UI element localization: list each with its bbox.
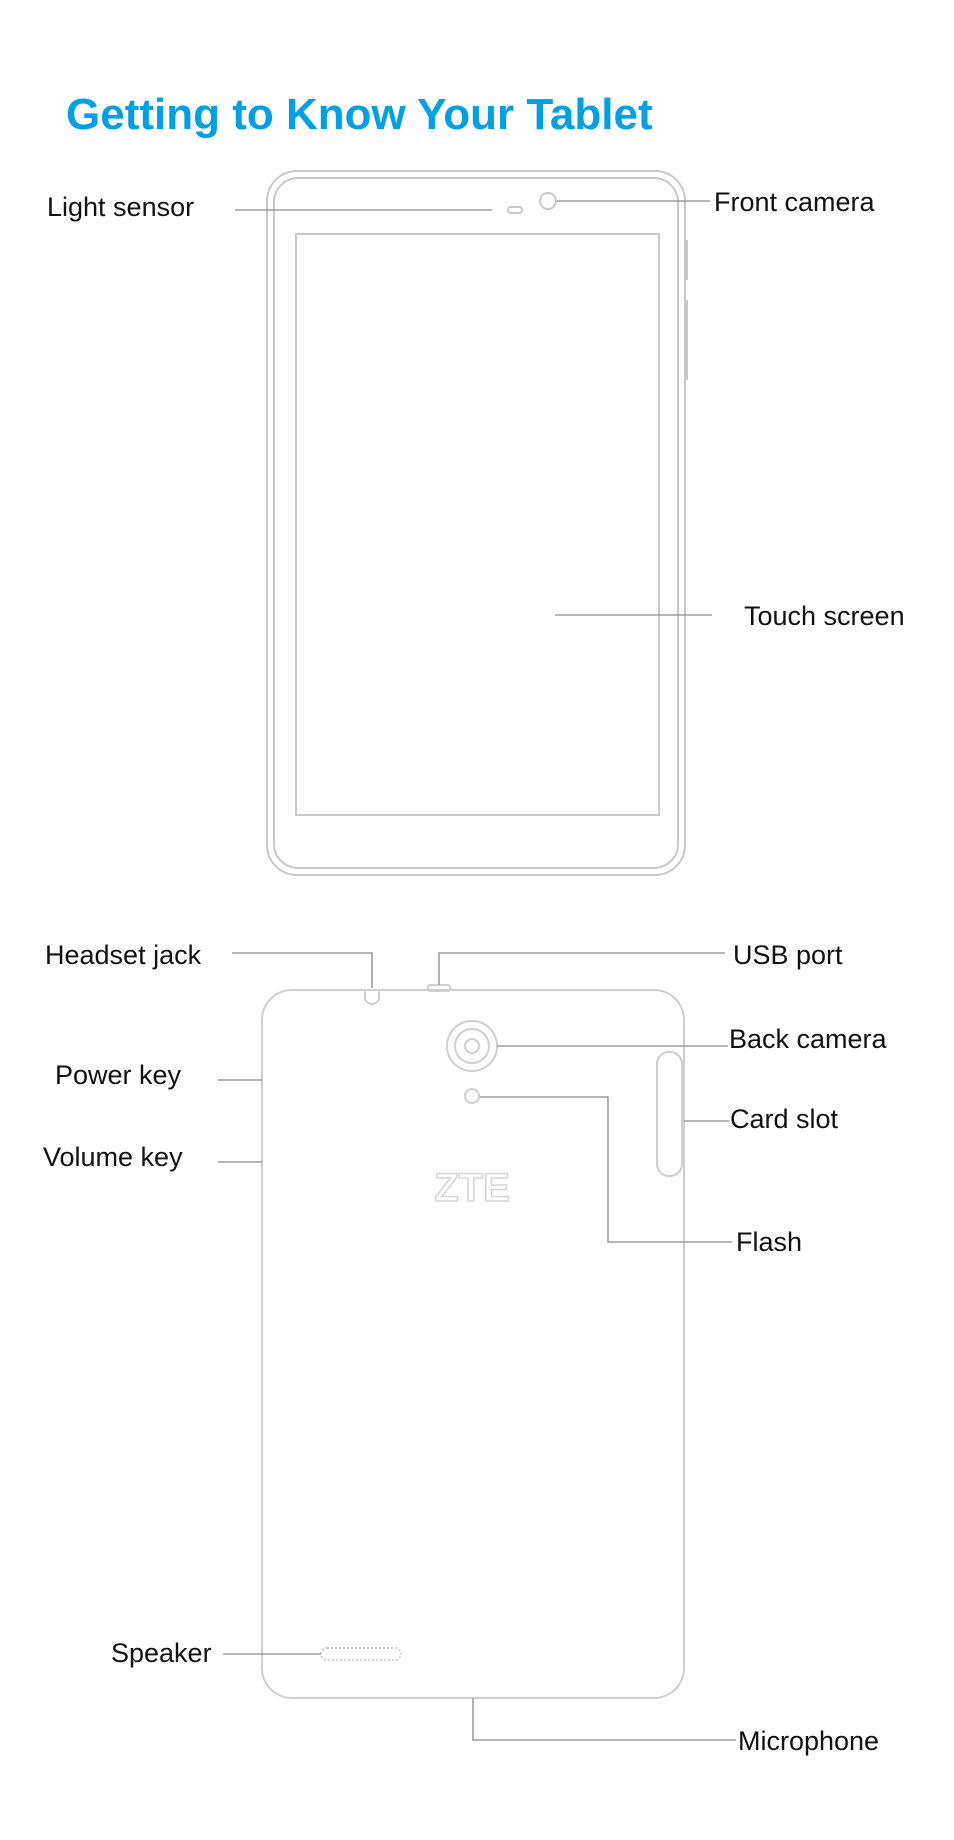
microphone-label: Microphone: [738, 1726, 880, 1756]
front-body-outline: [266, 170, 686, 876]
flash-label: Flash: [736, 1227, 803, 1257]
back-camera-ring-inner: [454, 1028, 490, 1064]
back-camera-label: Back camera: [729, 1024, 887, 1054]
touch-screen-label: Touch screen: [744, 601, 905, 631]
usb-port-icon: [427, 984, 451, 992]
flash-leader: [480, 1096, 732, 1243]
speaker-grille-icon: [320, 1647, 402, 1661]
back-leaders: [218, 952, 736, 1741]
front-camera-label: Front camera: [714, 187, 875, 217]
card-slot-icon: [656, 1051, 683, 1177]
light-sensor-icon: [507, 206, 523, 214]
usb-port-label: USB port: [733, 940, 843, 970]
speaker-label: Speaker: [111, 1638, 212, 1668]
front-camera-icon: [539, 192, 557, 210]
flash-icon: [464, 1088, 480, 1104]
back-view: [261, 984, 685, 1699]
page-title: Getting to Know Your Tablet: [66, 90, 653, 139]
front-body-inner-outline: [273, 177, 679, 869]
front-view: [266, 170, 688, 876]
back-camera-lens-icon: [464, 1038, 480, 1054]
headset-jack-leader: [232, 952, 373, 988]
power-key-label: Power key: [55, 1060, 182, 1090]
card-slot-label: Card slot: [730, 1104, 839, 1134]
front-leaders: [235, 200, 712, 616]
light-sensor-label: Light sensor: [47, 192, 195, 222]
usb-port-leader: [438, 952, 725, 985]
volume-key-label: Volume key: [43, 1142, 183, 1172]
microphone-leader: [472, 1698, 736, 1741]
back-body-outline: [261, 989, 685, 1699]
headset-jack-icon: [364, 990, 380, 1005]
touch-screen-area: [295, 233, 660, 816]
brand-logo: ZTE: [434, 1166, 510, 1210]
headset-jack-label: Headset jack: [45, 940, 202, 970]
